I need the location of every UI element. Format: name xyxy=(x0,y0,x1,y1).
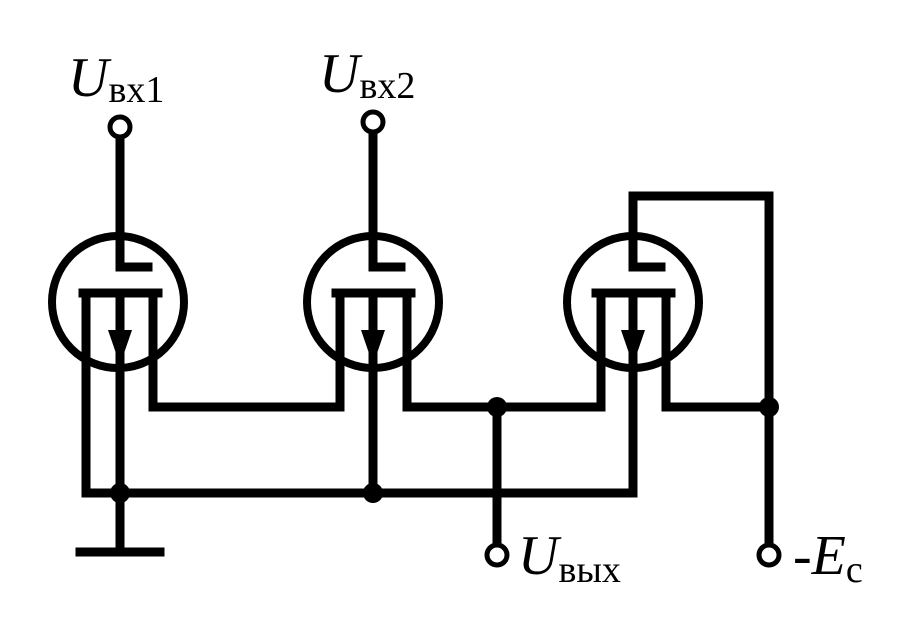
junction-dot xyxy=(110,483,130,503)
output-label-main: U xyxy=(518,525,562,587)
input-2-label-main: U xyxy=(319,43,363,105)
supply-label-main: E xyxy=(811,525,846,587)
transistor-2 xyxy=(303,125,606,498)
input-2-terminal xyxy=(360,109,386,135)
transistor-1-arrow xyxy=(108,330,132,365)
input-1-terminal xyxy=(107,114,133,140)
supply-terminal xyxy=(756,542,782,568)
transistor-3 xyxy=(563,191,774,557)
supply-label-prefix: - xyxy=(793,525,812,587)
supply-label-sub: с xyxy=(846,549,863,591)
transistor-2-arrow xyxy=(361,330,385,365)
output-label: Uвых xyxy=(518,525,621,591)
output-terminal xyxy=(484,542,510,568)
transistor-3-arrow xyxy=(621,330,645,365)
transistor-2-gate-lead xyxy=(368,125,406,272)
transistor-3-gate-lead xyxy=(628,191,774,557)
junction-dot xyxy=(487,397,507,417)
supply-label: -Eс xyxy=(793,525,863,591)
input-1-label-main: U xyxy=(68,47,112,109)
transistor-1-drain xyxy=(148,288,345,412)
input-2-label-sub: вх2 xyxy=(359,65,415,107)
junction-dot xyxy=(363,483,383,503)
input-1-label: Uвх1 xyxy=(68,47,164,111)
transistor-1-gate-lead xyxy=(115,125,153,272)
junction-dot xyxy=(759,397,779,417)
output-label-sub: вых xyxy=(558,549,620,591)
transistor-3-drain xyxy=(661,288,774,412)
input-2-label: Uвх2 xyxy=(319,43,415,107)
transistor-1 xyxy=(48,125,345,557)
input-1-label-sub: вх1 xyxy=(108,69,164,111)
